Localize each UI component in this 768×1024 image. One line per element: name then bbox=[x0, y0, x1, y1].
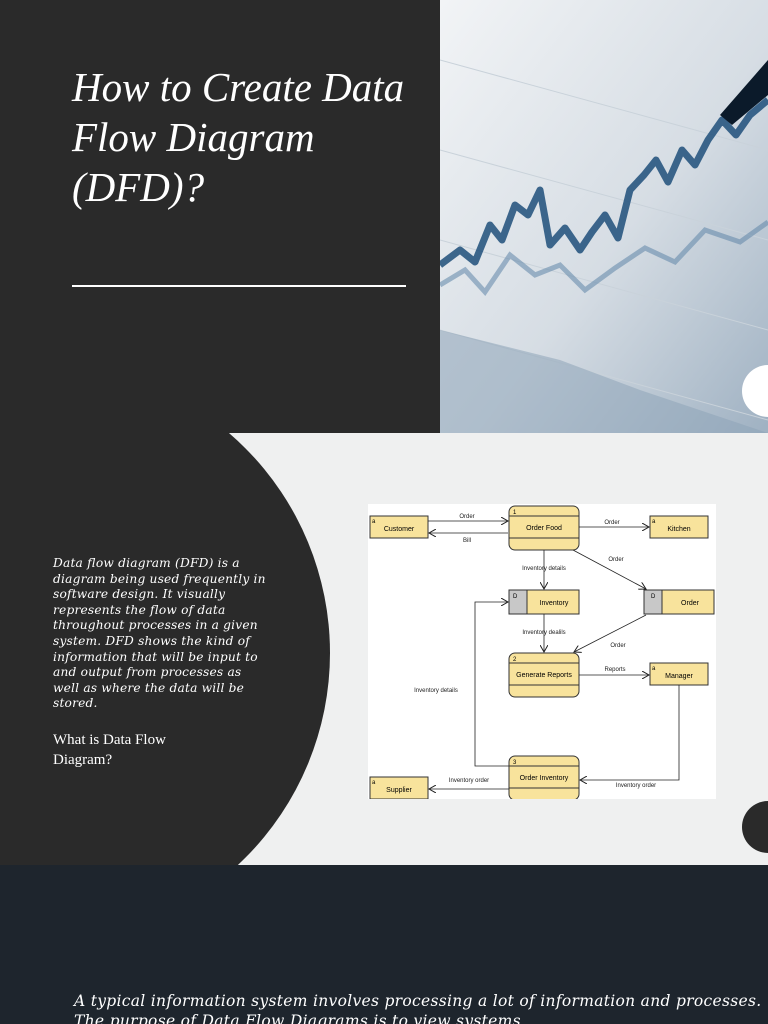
flow-label-order-report: Order bbox=[610, 643, 625, 649]
flow-label-inventory-details-2: Inventory details bbox=[414, 688, 458, 694]
process-generate-reports: 2 Generate Reports bbox=[508, 652, 580, 698]
svg-text:2: 2 bbox=[513, 657, 517, 663]
flow-label-order-store: Order bbox=[608, 557, 623, 563]
svg-text:a: a bbox=[372, 519, 376, 525]
entity-manager: a Manager bbox=[649, 662, 709, 686]
svg-text:Order Inventory: Order Inventory bbox=[520, 775, 569, 782]
flow-label-reports: Reports bbox=[604, 667, 625, 673]
svg-text:a: a bbox=[652, 519, 656, 525]
stock-chart-photo bbox=[440, 0, 768, 433]
intro-paragraph: A typical information system involves pr… bbox=[74, 992, 762, 1024]
svg-text:D: D bbox=[651, 594, 656, 600]
dfd-diagram: a Customer a Kitchen a Manager a Supplie… bbox=[368, 504, 716, 801]
process-order-food: 1 Order Food bbox=[508, 505, 580, 551]
svg-text:Manager: Manager bbox=[665, 673, 693, 680]
entity-supplier: a Supplier bbox=[369, 776, 429, 800]
svg-text:Customer: Customer bbox=[384, 526, 415, 533]
svg-text:Kitchen: Kitchen bbox=[667, 526, 690, 533]
intro-slide: A typical information system involves pr… bbox=[0, 865, 768, 1024]
svg-text:a: a bbox=[372, 780, 376, 786]
definition-slide: Data flow diagram (DFD) is a diagram bei… bbox=[0, 433, 768, 865]
dfd-description: Data flow diagram (DFD) is a diagram bei… bbox=[53, 556, 266, 711]
dfd-svg: a Customer a Kitchen a Manager a Supplie… bbox=[369, 505, 715, 801]
svg-text:Order: Order bbox=[681, 600, 700, 607]
title-underline bbox=[72, 285, 406, 287]
flow-label-inventory-order-supplier: Inventory order bbox=[449, 778, 489, 784]
store-order: D Order bbox=[643, 589, 715, 615]
svg-text:3: 3 bbox=[513, 760, 517, 766]
svg-text:Order Food: Order Food bbox=[526, 525, 562, 532]
svg-text:Supplier: Supplier bbox=[386, 787, 412, 794]
svg-text:Inventory: Inventory bbox=[540, 600, 569, 607]
store-inventory: D Inventory bbox=[508, 589, 580, 615]
svg-text:D: D bbox=[513, 594, 518, 600]
decorative-circle bbox=[742, 801, 768, 853]
flow-label-bill: Bill bbox=[463, 538, 471, 544]
flow-label-inventory-dealils: Inventory dealils bbox=[522, 630, 565, 636]
dark-half-circle bbox=[0, 433, 330, 865]
svg-text:1: 1 bbox=[513, 510, 517, 516]
flow-label-inventory-order-manager: Inventory order bbox=[616, 783, 656, 789]
entity-customer: a Customer bbox=[369, 515, 429, 539]
flow-label-order: Order bbox=[459, 514, 474, 520]
process-order-inventory: 3 Order Inventory bbox=[508, 755, 580, 801]
title-slide: How to Create Data Flow Diagram (DFD)? bbox=[0, 0, 768, 433]
stock-chart-image bbox=[440, 0, 768, 433]
flow-label-order-kitchen: Order bbox=[604, 520, 619, 526]
svg-text:a: a bbox=[652, 666, 656, 672]
section-heading: What is Data Flow Diagram? bbox=[53, 732, 166, 768]
svg-text:Generate Reports: Generate Reports bbox=[516, 672, 572, 679]
entity-kitchen: a Kitchen bbox=[649, 515, 709, 539]
slide-title: How to Create Data Flow Diagram (DFD)? bbox=[72, 64, 405, 210]
flow-label-inventory-details: Inventory details bbox=[522, 566, 566, 572]
